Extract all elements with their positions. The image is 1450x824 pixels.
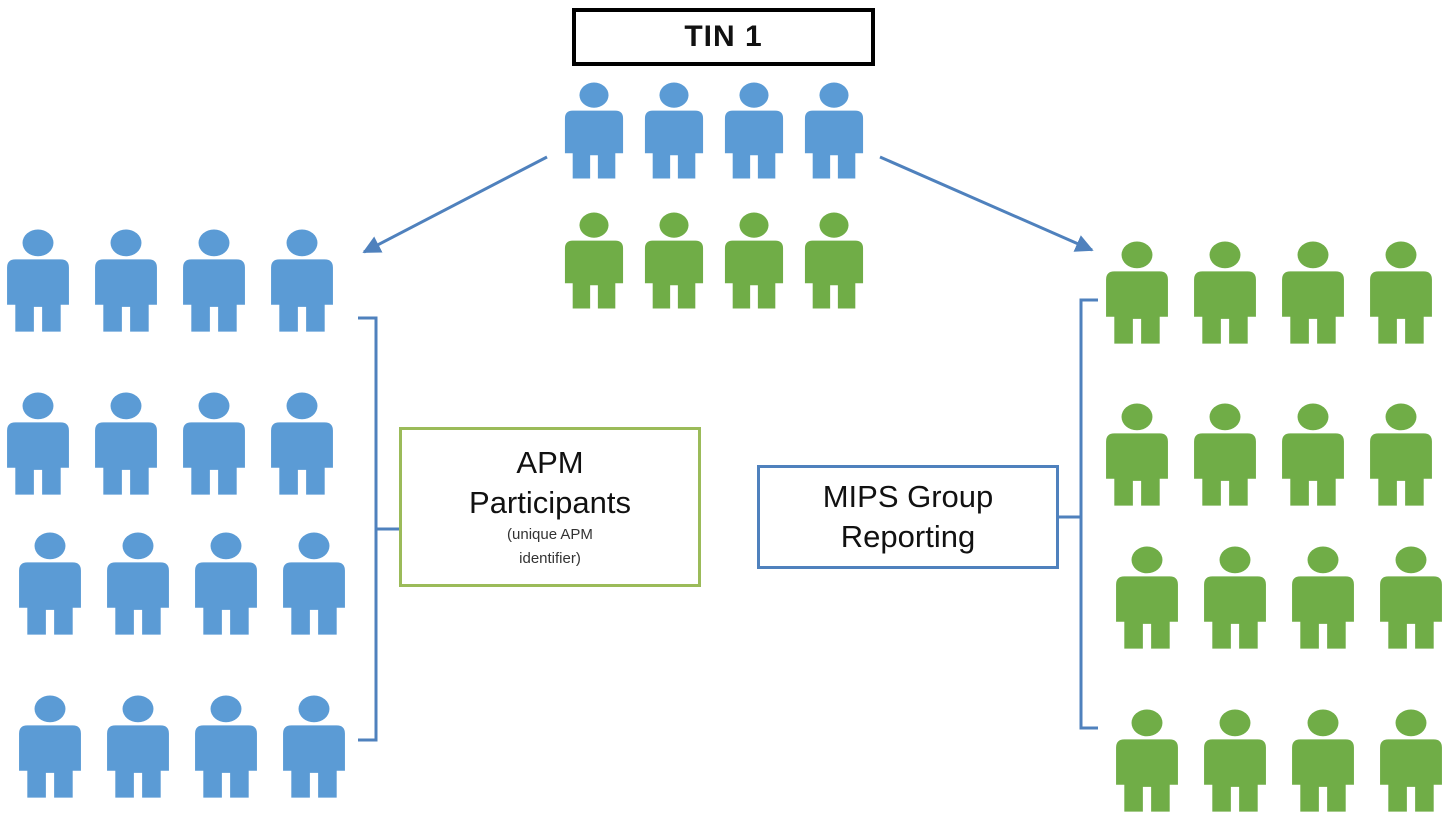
person-icon-blue [271,229,333,332]
person-icon-blue [804,82,864,179]
apm-participants-people-group [7,229,345,798]
person-icon-blue [271,392,333,495]
person-icon-green [1292,546,1354,649]
person-icon-green [1106,241,1168,344]
person-icon-green [1282,403,1344,506]
person-icon-green [1204,546,1266,649]
person-icon-green [1116,546,1178,649]
person-icon-blue [95,229,157,332]
person-icon-blue [644,82,704,179]
person-icon-blue [7,229,69,332]
person-icon-blue [183,229,245,332]
person-icon-green [1380,546,1442,649]
tin-mips-people-group [564,212,864,309]
person-icon-green [1194,241,1256,344]
person-icon-blue [283,695,345,798]
apm-title-line1: APM [516,445,584,480]
person-icon-blue [183,392,245,495]
person-icon-green [644,212,704,309]
mips-group-reporting-box: MIPS Group Reporting [757,465,1059,569]
person-icon-green [1380,709,1442,812]
person-icon-green [1282,241,1344,344]
person-icon-blue [107,695,169,798]
person-icon-green [804,212,864,309]
person-icon-blue [195,695,257,798]
tin-apm-people-group [564,82,864,179]
mips-bracket [1059,298,1098,730]
person-icon-blue [195,532,257,635]
person-icon-green [1204,709,1266,812]
mips-group-people-group [1106,241,1442,812]
person-icon-green [1292,709,1354,812]
person-icon-green [1106,403,1168,506]
person-icon-blue [7,392,69,495]
person-icon-blue [107,532,169,635]
person-icon-blue [724,82,784,179]
person-icon-green [724,212,784,309]
apm-participants-box: APM Participants (unique APM identifier) [399,427,701,587]
person-icon-blue [564,82,624,179]
apm-subtitle-line2: identifier) [519,550,581,567]
person-icon-blue [95,392,157,495]
apm-title-line2: Participants [469,485,631,520]
person-icon-blue [19,532,81,635]
arrow-to-mips [879,155,1094,252]
person-icon-green [1370,241,1432,344]
person-icon-green [1116,709,1178,812]
mips-title-line2: Reporting [840,519,976,554]
person-icon-blue [283,532,345,635]
tin-label: TIN 1 [684,20,763,53]
apm-bracket [358,316,399,742]
person-icon-green [564,212,624,309]
arrow-to-apm [362,155,548,254]
person-icon-green [1370,403,1432,506]
person-icon-green [1194,403,1256,506]
person-icon-blue [19,695,81,798]
apm-subtitle-line1: (unique APM [507,526,593,543]
mips-title-line1: MIPS Group [822,479,994,514]
tin-label-box: TIN 1 [572,8,875,66]
